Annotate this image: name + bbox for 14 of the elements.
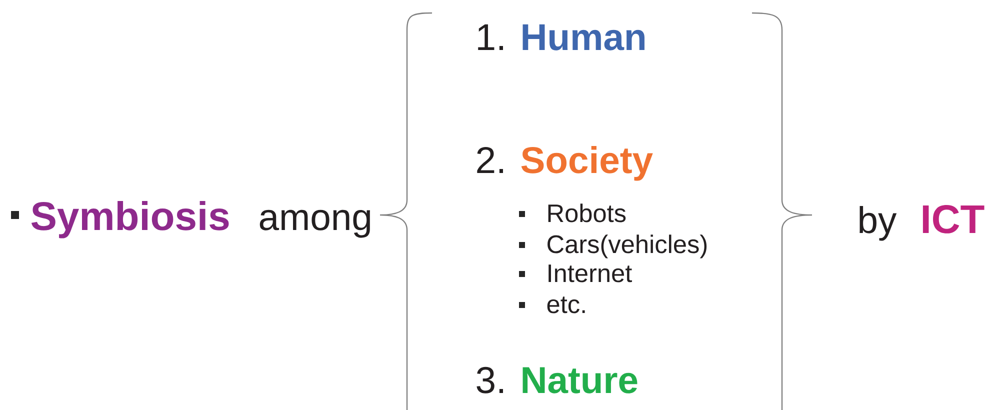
text: Symbiosis (31, 201, 229, 238)
text: 2. (477, 146, 503, 173)
text: Robots (548, 204, 626, 222)
text: Nature (522, 367, 638, 394)
text: ICT (922, 205, 984, 234)
text: Cars(vehicles) (548, 234, 707, 258)
text: etc. (547, 296, 585, 314)
text: Society (521, 146, 653, 181)
text: by (860, 206, 897, 241)
text: Internet (548, 264, 632, 282)
text: among (260, 210, 370, 238)
text: 3. (476, 366, 503, 394)
text: 1. (478, 24, 503, 50)
text: Human (522, 24, 644, 50)
